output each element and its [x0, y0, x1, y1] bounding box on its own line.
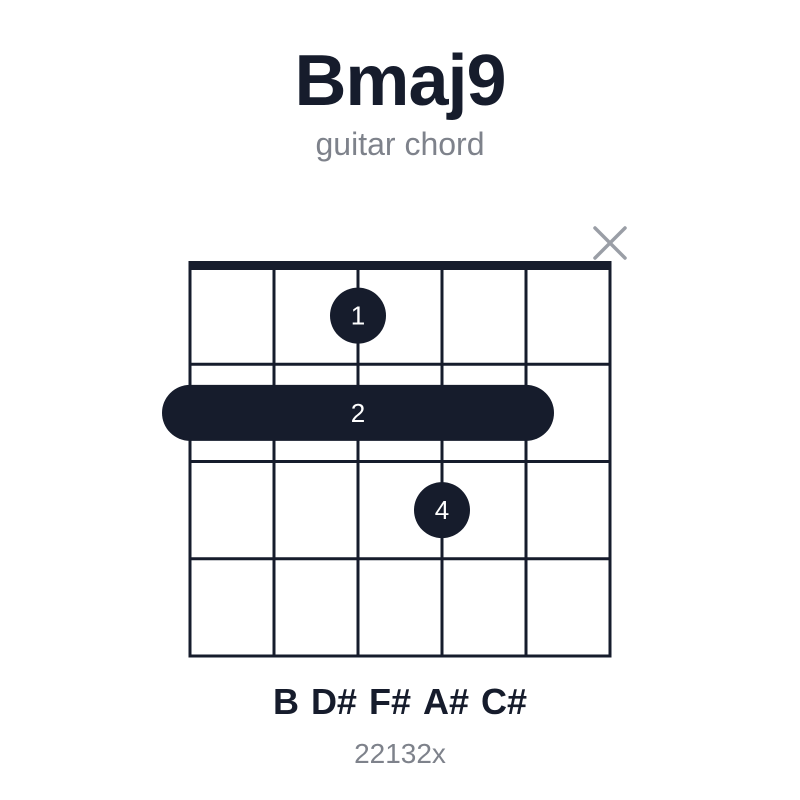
chord-fingering: 22132x [354, 738, 446, 769]
chord-note: F# [368, 681, 411, 722]
finger-dot-label: 1 [351, 301, 365, 331]
barre-finger-label: 2 [351, 398, 365, 428]
fretboard-grid [188, 261, 612, 658]
finger-dot-label: 4 [435, 495, 449, 525]
nut [188, 261, 612, 270]
chord-note: B [272, 681, 299, 722]
finger-dot [330, 287, 386, 344]
finger-marks: 2 1 4 [162, 226, 627, 539]
muted-string-icon [593, 226, 627, 260]
chord-title: Bmaj9 [294, 41, 506, 121]
chord-note: A# [422, 681, 470, 722]
chord-note: D# [310, 681, 357, 722]
chord-subtitle: guitar chord [315, 126, 485, 162]
chord-notes: B D# F# A# C# [0, 678, 800, 726]
finger-dot [414, 482, 470, 539]
chord-note: C# [481, 681, 528, 722]
barre-bar [162, 384, 554, 441]
